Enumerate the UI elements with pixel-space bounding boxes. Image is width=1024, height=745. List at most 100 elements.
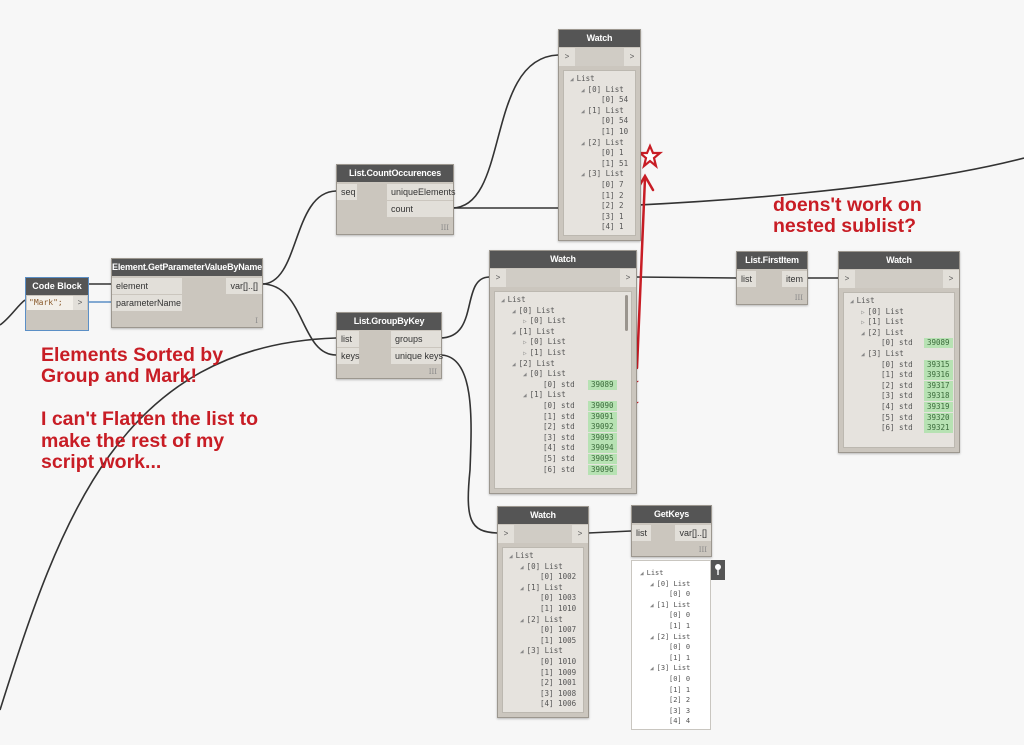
element-id-badge[interactable]: 39317 <box>924 380 953 391</box>
watch-node-count[interactable]: Watch >> ◢List◢[0] List[0] 54◢[1] List[0… <box>558 29 641 241</box>
element-id-badge[interactable]: 39095 <box>588 453 617 464</box>
output-port-unique-keys[interactable]: unique keys <box>391 348 443 364</box>
code-output-port[interactable]: > <box>73 296 87 310</box>
collapse-icon[interactable]: ◢ <box>640 570 644 577</box>
output-port[interactable]: > <box>624 48 640 66</box>
tree-row[interactable]: ◢[1] List <box>503 583 583 594</box>
collapse-icon[interactable]: ◢ <box>570 76 574 83</box>
collapse-icon[interactable]: ◢ <box>861 350 865 358</box>
tree-row[interactable]: ▷[0] List <box>495 337 631 348</box>
tree-row[interactable]: ◢List <box>634 568 708 579</box>
tree-row[interactable]: ◢[1] List <box>495 390 631 401</box>
tree-row[interactable]: ◢[1] List <box>495 327 631 338</box>
output-port-var[interactable]: var[]..[] <box>226 278 262 294</box>
count-occurences-node[interactable]: List.CountOccurences seq uniqueElements … <box>336 164 456 235</box>
input-port-list[interactable]: list <box>632 525 651 541</box>
tree-row[interactable]: ◢List <box>844 296 954 307</box>
collapse-icon[interactable]: ◢ <box>520 563 524 571</box>
element-id-badge[interactable]: 39089 <box>588 379 617 390</box>
collapse-icon[interactable]: ◢ <box>523 371 527 379</box>
output-port-var[interactable]: var[]..[] <box>675 525 711 541</box>
collapse-icon[interactable]: ◢ <box>520 648 524 656</box>
element-id-badge[interactable]: 39094 <box>588 443 617 454</box>
watch-node-groups[interactable]: Watch >> ◢List◢[0] List▷[0] List◢[1] Lis… <box>489 250 637 494</box>
element-id-badge[interactable]: 39315 <box>924 359 953 370</box>
input-port[interactable]: > <box>498 525 514 543</box>
collapse-icon[interactable]: ◢ <box>581 139 585 147</box>
input-port-keys[interactable]: keys <box>337 348 360 364</box>
input-port-list[interactable]: list <box>737 271 756 287</box>
collapse-icon[interactable]: ◢ <box>650 601 654 609</box>
element-id-badge[interactable]: 39318 <box>924 391 953 402</box>
tree-row[interactable]: ◢[3] List <box>564 169 635 180</box>
tree-row[interactable]: ◢[2] List <box>495 359 631 370</box>
lacing-icon[interactable]: I <box>255 317 258 325</box>
pin-icon[interactable] <box>711 560 725 580</box>
element-id-badge[interactable]: 39092 <box>588 422 617 433</box>
element-id-badge[interactable]: 39096 <box>588 464 617 475</box>
element-id-badge[interactable]: 39320 <box>924 412 953 423</box>
tree-row[interactable]: ◢List <box>564 74 635 85</box>
tree-row[interactable]: ◢[0] List <box>503 562 583 573</box>
first-item-node[interactable]: List.FirstItem list item III <box>736 251 808 305</box>
tree-row[interactable]: ▷[0] List <box>844 307 954 318</box>
input-port[interactable]: > <box>839 270 855 288</box>
lacing-icon[interactable]: III <box>440 224 449 232</box>
lacing-icon[interactable]: III <box>428 368 437 376</box>
tree-row[interactable]: ◢[3] List <box>503 646 583 657</box>
tree-row[interactable]: ◢[0] List <box>495 306 631 317</box>
collapse-icon[interactable]: ◢ <box>509 553 513 560</box>
collapse-icon[interactable]: ◢ <box>650 665 654 673</box>
output-port[interactable]: > <box>943 270 959 288</box>
tree-row[interactable]: ◢[2] List <box>503 615 583 626</box>
output-port-groups[interactable]: groups <box>391 331 441 347</box>
collapse-icon[interactable]: ◢ <box>650 580 654 588</box>
element-id-badge[interactable]: 39319 <box>924 401 953 412</box>
tree-row[interactable]: ◢[1] List <box>564 106 635 117</box>
element-id-badge[interactable]: 39321 <box>924 423 953 434</box>
input-port-parametername[interactable]: parameterName <box>112 295 182 311</box>
get-keys-node[interactable]: GetKeys list var[]..[] III <box>631 505 712 557</box>
element-id-badge[interactable]: 39089 <box>924 338 953 349</box>
element-id-badge[interactable]: 39090 <box>588 400 617 411</box>
tree-row[interactable]: ◢[0] List <box>564 85 635 96</box>
expand-icon[interactable]: ▷ <box>523 339 527 347</box>
tree-row[interactable]: ◢[0] List <box>495 369 631 380</box>
output-port-item[interactable]: item <box>781 271 807 287</box>
collapse-icon[interactable]: ◢ <box>512 307 516 315</box>
code-input[interactable]: "Mark"; <box>27 296 73 310</box>
tree-row[interactable]: ▷[1] List <box>844 317 954 328</box>
tree-row[interactable]: ◢[1] List <box>634 600 708 611</box>
get-parameter-node[interactable]: Element.GetParameterValueByName element … <box>111 258 263 328</box>
element-id-badge[interactable]: 39091 <box>588 411 617 422</box>
collapse-icon[interactable]: ◢ <box>650 633 654 641</box>
lacing-icon[interactable]: III <box>794 294 803 302</box>
watch-node-firstitem[interactable]: Watch >> ◢List▷[0] List▷[1] List◢[2] Lis… <box>838 251 960 453</box>
tree-row[interactable]: ▷[0] List <box>495 316 631 327</box>
collapse-icon[interactable]: ◢ <box>512 360 516 368</box>
output-port[interactable]: > <box>572 525 588 543</box>
tree-row[interactable]: ▷[1] List <box>495 348 631 359</box>
tree-row[interactable]: ◢[2] List <box>564 138 635 149</box>
tree-row[interactable]: ◢[2] List <box>844 328 954 339</box>
input-port[interactable]: > <box>490 269 506 287</box>
element-id-badge[interactable]: 39093 <box>588 432 617 443</box>
group-by-key-node[interactable]: List.GroupByKey list keys groups unique … <box>336 312 443 379</box>
tree-row[interactable]: ◢[0] List <box>634 579 708 590</box>
collapse-icon[interactable]: ◢ <box>850 298 854 305</box>
collapse-icon[interactable]: ◢ <box>861 329 865 337</box>
lacing-icon[interactable]: III <box>698 546 707 554</box>
element-id-badge[interactable]: 39316 <box>924 370 953 381</box>
output-port-count[interactable]: count <box>387 201 453 217</box>
collapse-icon[interactable]: ◢ <box>501 297 505 304</box>
scrollbar[interactable] <box>625 295 628 331</box>
collapse-icon[interactable]: ◢ <box>523 392 527 400</box>
output-port[interactable]: > <box>620 269 636 287</box>
input-port-element[interactable]: element <box>112 278 182 294</box>
collapse-icon[interactable]: ◢ <box>581 171 585 179</box>
tree-row[interactable]: ◢List <box>495 295 631 306</box>
code-block-node[interactable]: Code Block "Mark"; > <box>25 277 89 331</box>
collapse-icon[interactable]: ◢ <box>581 107 585 115</box>
input-port-seq[interactable]: seq <box>337 184 357 200</box>
collapse-icon[interactable]: ◢ <box>520 616 524 624</box>
